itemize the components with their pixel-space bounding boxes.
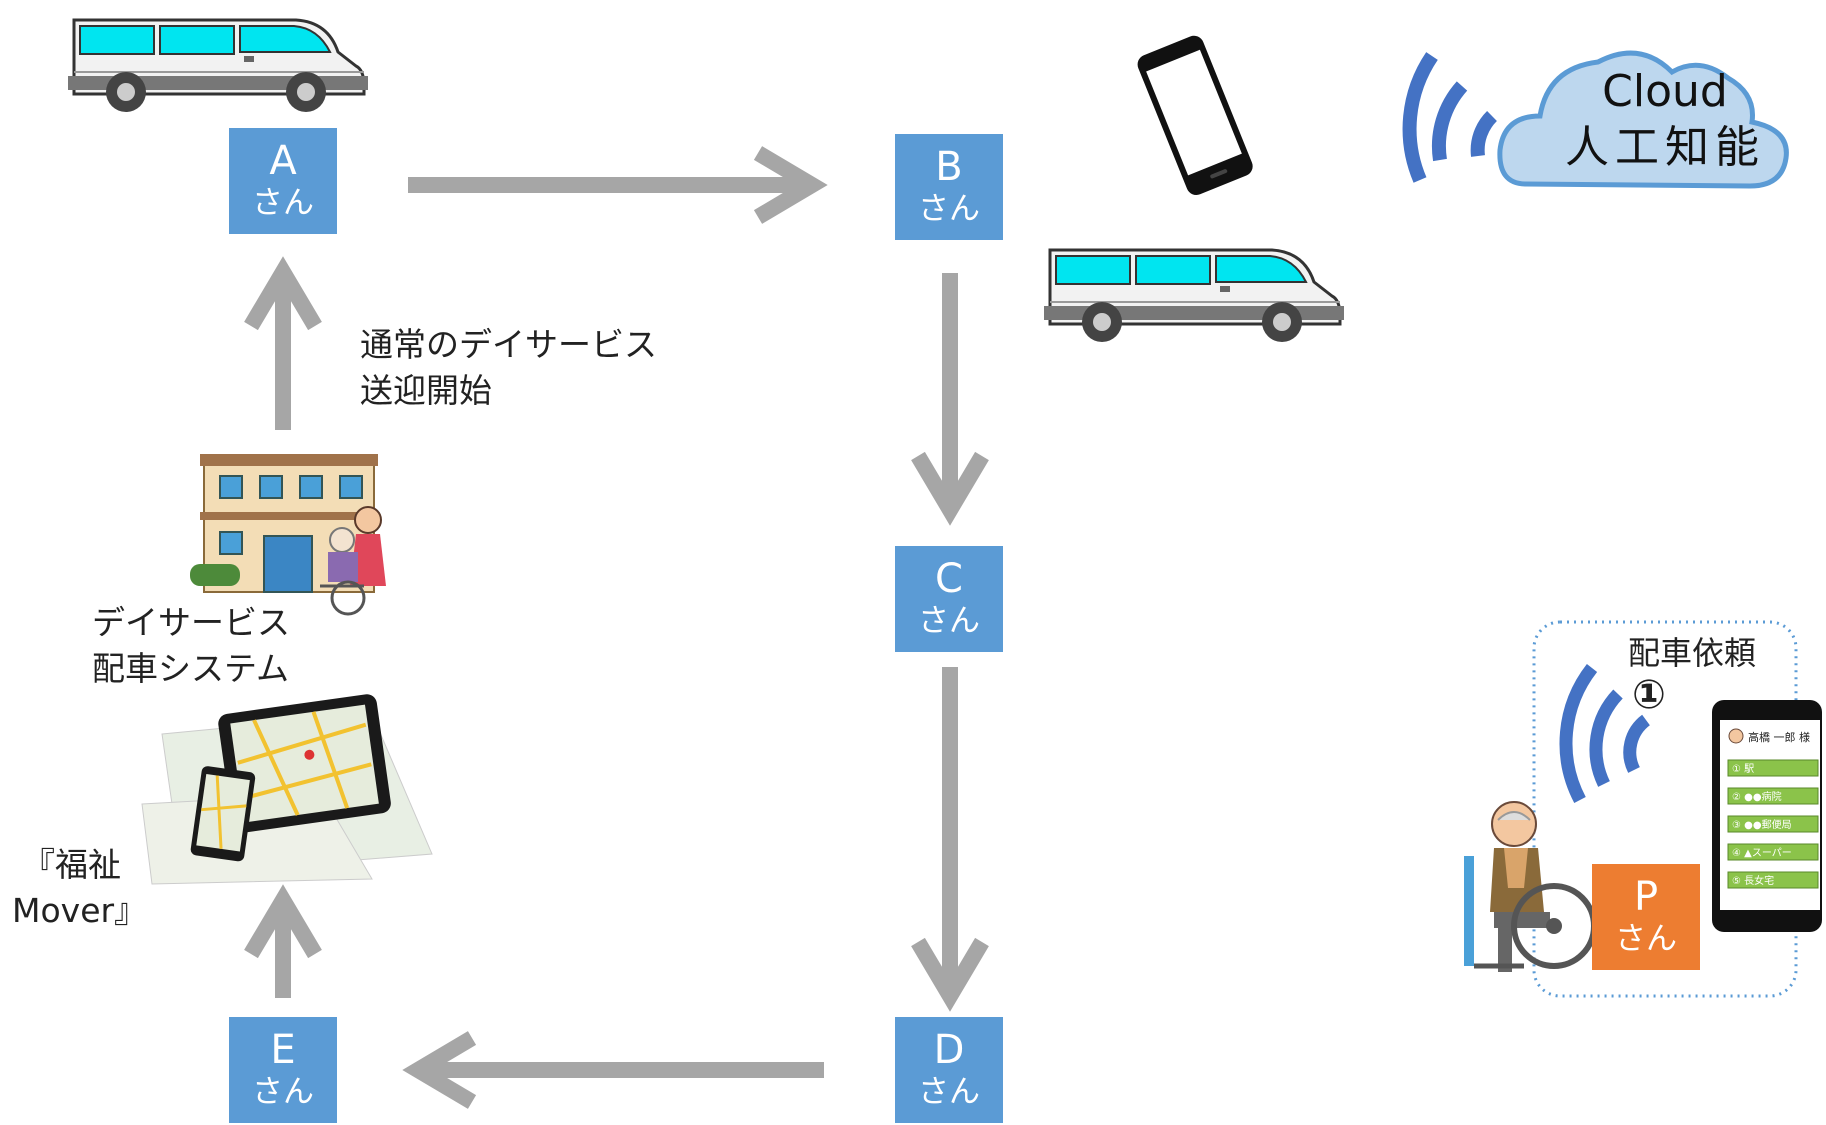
node-e-letter: E: [270, 1027, 296, 1073]
pickup-start-label-line2: 送迎開始: [360, 371, 492, 410]
phone-app-menu-item[interactable]: ⑤ 長女宅: [1732, 876, 1775, 887]
phone-app-menu-item[interactable]: ② ●●病院: [1732, 792, 1782, 803]
node-e-suffix: さん: [252, 1074, 314, 1110]
dispatch-system-label-line1: デイサービス: [92, 603, 290, 642]
node-b-letter: B: [935, 144, 963, 190]
dispatch-map-tablet-icon: [141, 694, 433, 885]
smartphone-icon: [1137, 35, 1253, 195]
node-a: A さん: [229, 128, 337, 234]
arrow-e-to-system: [244, 884, 322, 998]
phone-app-menu-item[interactable]: ③ ●●郵便局: [1732, 820, 1792, 831]
product-name-line2: Mover』: [12, 891, 148, 930]
node-b-suffix: さん: [918, 191, 980, 227]
node-b: B さん: [895, 134, 1003, 240]
phone-app-menu-item[interactable]: ① 駅: [1732, 764, 1755, 775]
arrow-d-to-e: [402, 1031, 824, 1109]
node-p-suffix: さん: [1615, 921, 1677, 957]
step-number-label: ①: [1632, 672, 1666, 718]
node-d-suffix: さん: [918, 1074, 980, 1110]
wifi-signal-icon: [1402, 52, 1498, 183]
node-d: D さん: [895, 1017, 1003, 1123]
dispatch-request-label: 配車依頼: [1628, 634, 1757, 672]
node-p: P さん: [1592, 864, 1700, 970]
request-region-outline: [1532, 620, 1798, 998]
node-c-suffix: さん: [918, 603, 980, 639]
node-p-letter: P: [1633, 874, 1659, 920]
van-a-icon: [68, 18, 368, 112]
cloud-title: Cloud: [1602, 66, 1728, 117]
phone-app-menu-item[interactable]: ④ ▲スーパー: [1732, 848, 1792, 859]
node-a-letter: A: [269, 138, 297, 184]
node-e: E さん: [229, 1017, 337, 1123]
node-c-letter: C: [935, 556, 963, 602]
cloud-icon: [1497, 50, 1789, 189]
arrow-a-to-b: [408, 146, 828, 224]
pickup-start-label-line1: 通常のデイサービス: [360, 325, 657, 364]
arrow-c-to-d: [911, 667, 989, 1012]
phone-app-user-name: 高橋 一郎 様: [1748, 731, 1810, 744]
product-name-line1: 『福祉: [22, 845, 121, 884]
day-service-facility-icon: [190, 454, 386, 616]
cloud-subtitle: 人工知能: [1565, 122, 1765, 173]
node-c: C さん: [895, 546, 1003, 652]
dispatch-system-label-line2: 配車システム: [92, 649, 290, 688]
van-b-icon: [1044, 248, 1344, 342]
arrow-b-to-c: [911, 273, 989, 526]
request-signal-icon: [1559, 663, 1651, 804]
arrow-facility-to-a: [244, 256, 322, 430]
dispatch-app-phone-icon: [1712, 700, 1822, 932]
wheelchair-user-icon: [1464, 801, 1597, 972]
node-a-suffix: さん: [252, 185, 314, 221]
node-d-letter: D: [933, 1027, 965, 1073]
